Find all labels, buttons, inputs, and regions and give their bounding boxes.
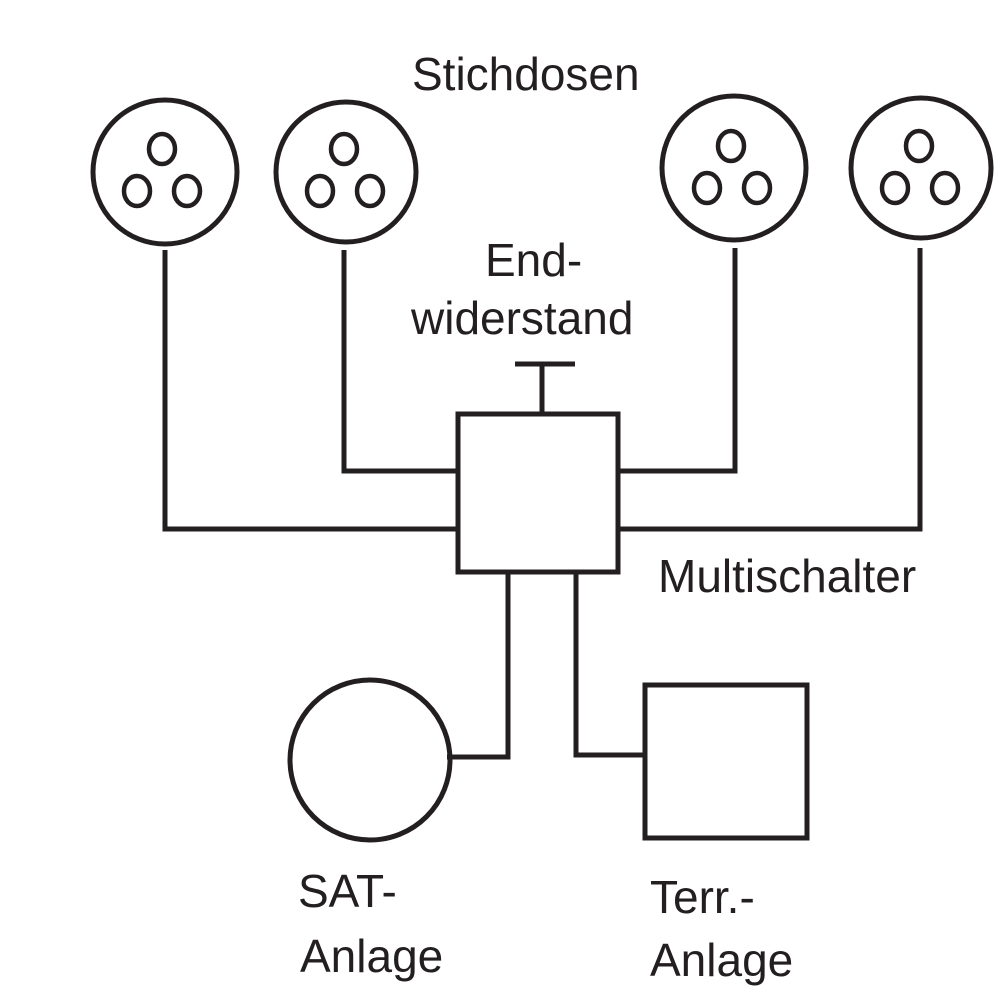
socket-hole <box>691 170 723 206</box>
socket-hole <box>354 173 386 209</box>
stichdosen-label: Stichdosen <box>412 48 640 100</box>
socket-hole <box>929 170 961 206</box>
stichdose-socket-4 <box>848 95 994 241</box>
socket-hole <box>715 128 747 164</box>
socket-hole <box>328 131 360 167</box>
socket-outline <box>273 99 419 245</box>
multischalter-box <box>455 411 621 575</box>
sat-anlage-label-line1: SAT- <box>298 865 397 917</box>
cable-sat <box>447 572 511 760</box>
cable-terr <box>573 572 645 758</box>
cable-socket-4 <box>618 248 923 532</box>
stichdose-socket-1 <box>90 97 240 247</box>
socket-outline <box>848 95 994 241</box>
endwiderstand-symbol <box>515 361 575 414</box>
socket-outline <box>659 93 809 243</box>
socket-hole <box>171 173 203 209</box>
socket-hole <box>879 170 911 206</box>
terr-anlage-box <box>642 682 810 841</box>
multischalter-label: Multischalter <box>658 550 916 602</box>
socket-outline <box>90 97 240 247</box>
endwiderstand-label-line1: End- <box>485 234 582 286</box>
socket-hole <box>121 173 153 209</box>
terr-anlage-label-line1: Terr.- <box>650 871 755 923</box>
socket-hole <box>903 128 935 164</box>
stichdose-socket-3 <box>659 93 809 243</box>
socket-hole <box>741 170 773 206</box>
socket-hole <box>304 173 336 209</box>
stichdose-socket-2 <box>273 99 419 245</box>
socket-hole <box>146 131 178 167</box>
endwiderstand-label-line2: widerstand <box>410 292 633 344</box>
sat-anlage-circle <box>287 677 453 843</box>
sat-anlage-label-line2: Anlage <box>300 930 443 982</box>
cable-socket-2 <box>341 250 458 474</box>
cable-socket-3 <box>618 248 738 474</box>
terr-anlage-label-line2: Anlage <box>650 934 793 986</box>
cable-socket-1 <box>162 250 458 532</box>
